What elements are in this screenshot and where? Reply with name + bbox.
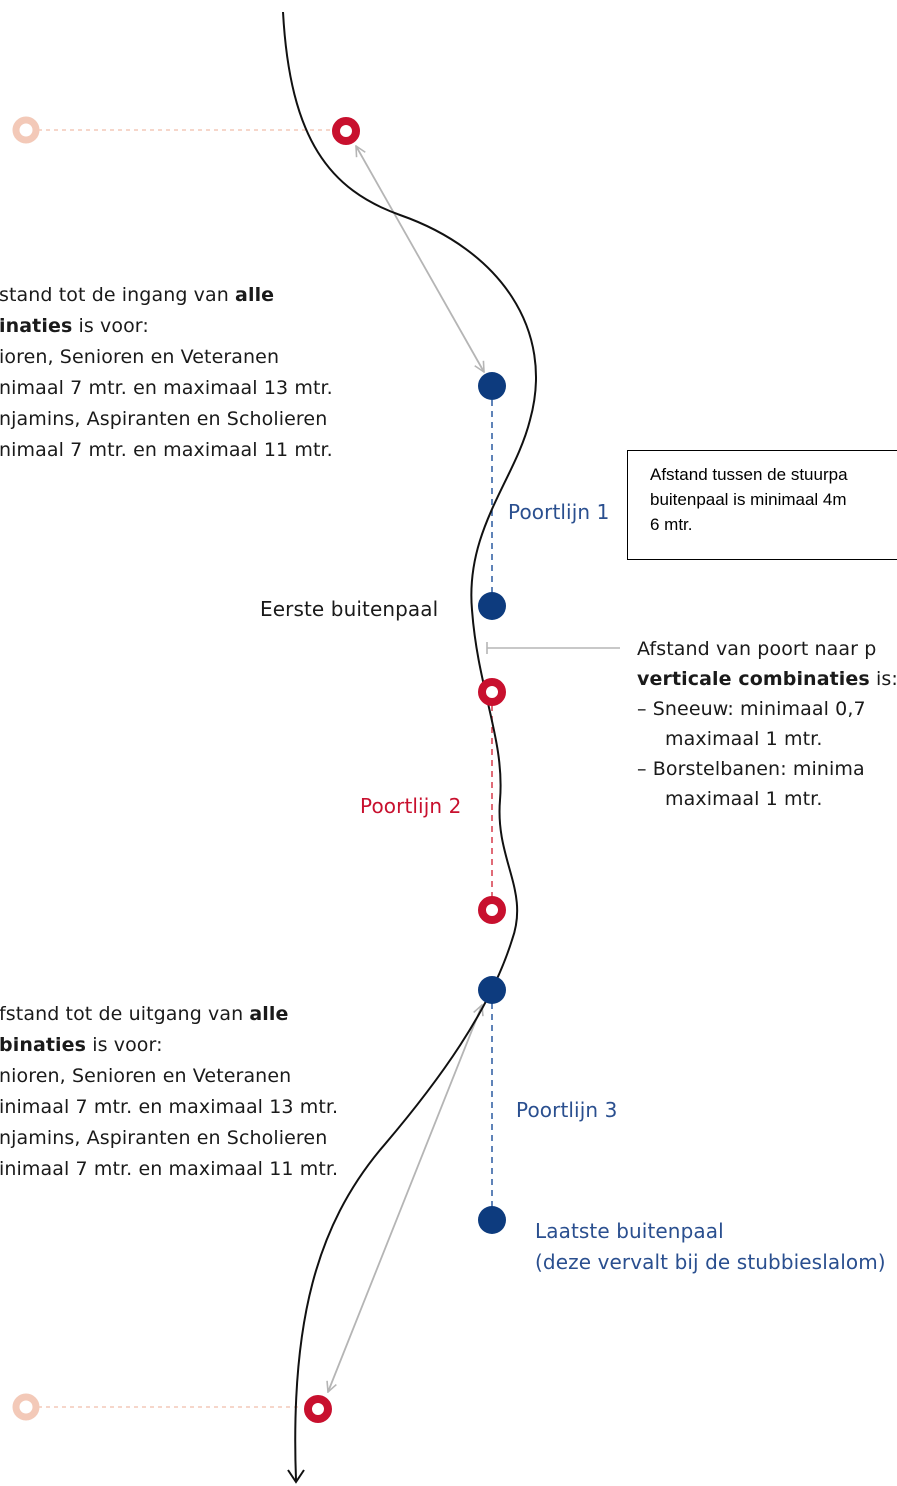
eerste-buitenpaal-label: Eerste buitenpaal (260, 597, 439, 621)
exit-note-line-5: njamins, Aspiranten en Scholieren (0, 1127, 328, 1149)
entry-note-line-5: njamins, Aspiranten en Scholieren (0, 408, 328, 430)
vertical-note-item-2b: maximaal 1 mtr. (665, 788, 823, 810)
callout-box: Afstand tussen de stuurpa buitenpaal is … (627, 450, 897, 560)
exit-note-line-4: inimaal 7 mtr. en maximaal 13 mtr. (0, 1096, 339, 1118)
callout-line-2: buitenpaal is minimaal 4m (650, 490, 847, 509)
callout-line-3: 6 mtr. (650, 515, 693, 534)
laatste-buitenpaal-blue-pole-icon (478, 1206, 506, 1234)
poortlijn-3-top-blue-pole-icon (478, 976, 506, 1004)
entry-distance-arrow (356, 146, 484, 372)
exit-gate-faded-pole-icon (12, 1393, 40, 1421)
laatste-buitenpaal-line-2: (deze vervalt bij de stubbieslalom) (535, 1250, 886, 1274)
callout-line-1: Afstand tussen de stuurpa (650, 465, 848, 484)
entry-note-line-4: nimaal 7 mtr. en maximaal 13 mtr. (0, 377, 333, 399)
ski-track-line (282, 11, 537, 1481)
entry-note-line-2: inaties is voor: (0, 315, 149, 337)
vertical-note-item-1b: maximaal 1 mtr. (665, 728, 823, 750)
vertical-note-line-2: verticale combinaties is: (637, 668, 897, 690)
vertical-note-item-1a: – Sneeuw: minimaal 0,7 (637, 698, 866, 720)
poortlijn-1-label: Poortlijn 1 (508, 500, 610, 524)
entry-red-pole-icon (332, 117, 360, 145)
exit-note-line-1: fstand tot de uitgang van alle (0, 1003, 289, 1025)
poortlijn-2-top-red-pole-icon (478, 678, 506, 706)
track-end-arrow-icon (287, 1469, 305, 1484)
exit-note-line-2: binaties is voor: (0, 1034, 163, 1056)
vertical-combination-note: Afstand van poort naar p verticale combi… (637, 634, 897, 814)
poortlijn-3-label: Poortlijn 3 (516, 1098, 618, 1122)
vertical-note-item-2a: – Borstelbanen: minima (637, 758, 865, 780)
poortlijn-2-bottom-red-pole-icon (478, 896, 506, 924)
entry-gate-faded-pole-icon (12, 116, 40, 144)
exit-distance-arrow (328, 1005, 482, 1392)
poortlijn-1-top-blue-pole-icon (478, 372, 506, 400)
poortlijn-2-label: Poortlijn 2 (360, 794, 462, 818)
laatste-buitenpaal-label: Laatste buitenpaal (deze vervalt bij de … (535, 1216, 886, 1278)
exit-distance-note: fstand tot de uitgang van alle binaties … (0, 999, 338, 1185)
exit-red-pole-icon (304, 1395, 332, 1423)
vertical-note-line-1: Afstand van poort naar p (637, 638, 877, 660)
exit-note-line-6: inimaal 7 mtr. en maximaal 11 mtr. (0, 1158, 339, 1180)
entry-note-line-6: nimaal 7 mtr. en maximaal 11 mtr. (0, 439, 333, 461)
laatste-buitenpaal-line-1: Laatste buitenpaal (535, 1219, 724, 1243)
entry-note-line-1: stand tot de ingang van alle (0, 284, 275, 306)
entry-note-line-3: ioren, Senioren en Veteranen (0, 346, 280, 368)
entry-distance-note: stand tot de ingang van alle inaties is … (0, 280, 333, 466)
exit-note-line-3: nioren, Senioren en Veteranen (0, 1065, 292, 1087)
eerste-buitenpaal-blue-pole-icon (478, 592, 506, 620)
